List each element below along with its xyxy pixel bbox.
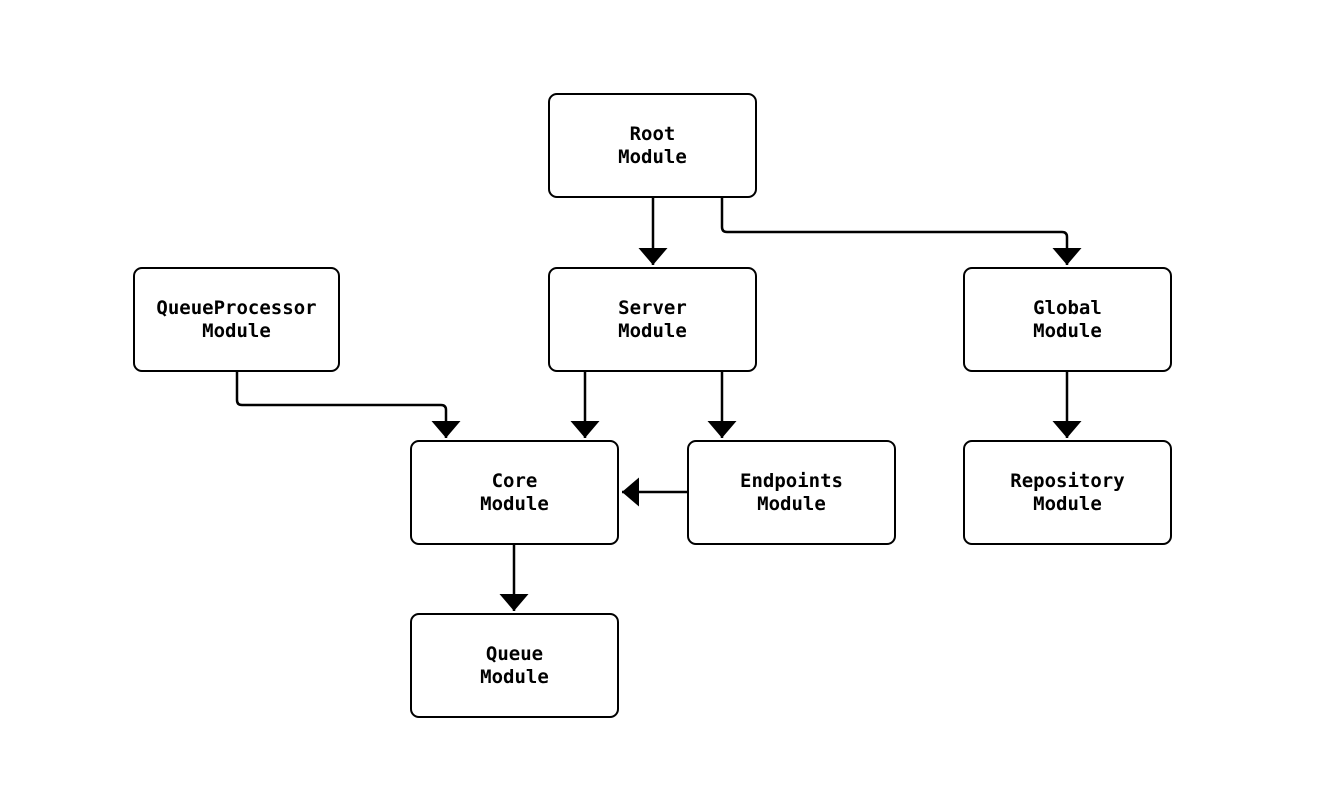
node-label-line1: Endpoints bbox=[740, 469, 843, 492]
node-queue-module: Queue Module bbox=[410, 613, 619, 718]
node-label-line1: Root bbox=[629, 122, 676, 145]
node-queueprocessor-module: QueueProcessor Module bbox=[133, 267, 340, 372]
node-label-line2: Module bbox=[618, 145, 687, 168]
node-root-module: Root Module bbox=[548, 93, 757, 198]
node-label-line1: Queue bbox=[485, 642, 544, 665]
node-label-line1: Global bbox=[1033, 296, 1102, 319]
node-label-line2: Module bbox=[1033, 492, 1102, 515]
node-repository-module: Repository Module bbox=[963, 440, 1172, 545]
node-label-line2: Module bbox=[480, 665, 549, 688]
node-label-line2: Module bbox=[757, 492, 826, 515]
node-global-module: Global Module bbox=[963, 267, 1172, 372]
node-label-line2: Module bbox=[202, 319, 271, 342]
node-core-module: Core Module bbox=[410, 440, 619, 545]
node-label-line1: Repository bbox=[1010, 469, 1125, 492]
edge-root-to-global bbox=[720, 198, 1082, 265]
node-label-line2: Module bbox=[480, 492, 549, 515]
node-label-line1: Core bbox=[491, 469, 538, 492]
node-label-line2: Module bbox=[1033, 319, 1102, 342]
node-label-line1: QueueProcessor bbox=[156, 296, 317, 319]
node-server-module: Server Module bbox=[548, 267, 757, 372]
node-label-line1: Server bbox=[618, 296, 687, 319]
node-endpoints-module: Endpoints Module bbox=[687, 440, 896, 545]
edge-queueprocessor-to-core bbox=[235, 372, 461, 438]
node-label-line2: Module bbox=[618, 319, 687, 342]
